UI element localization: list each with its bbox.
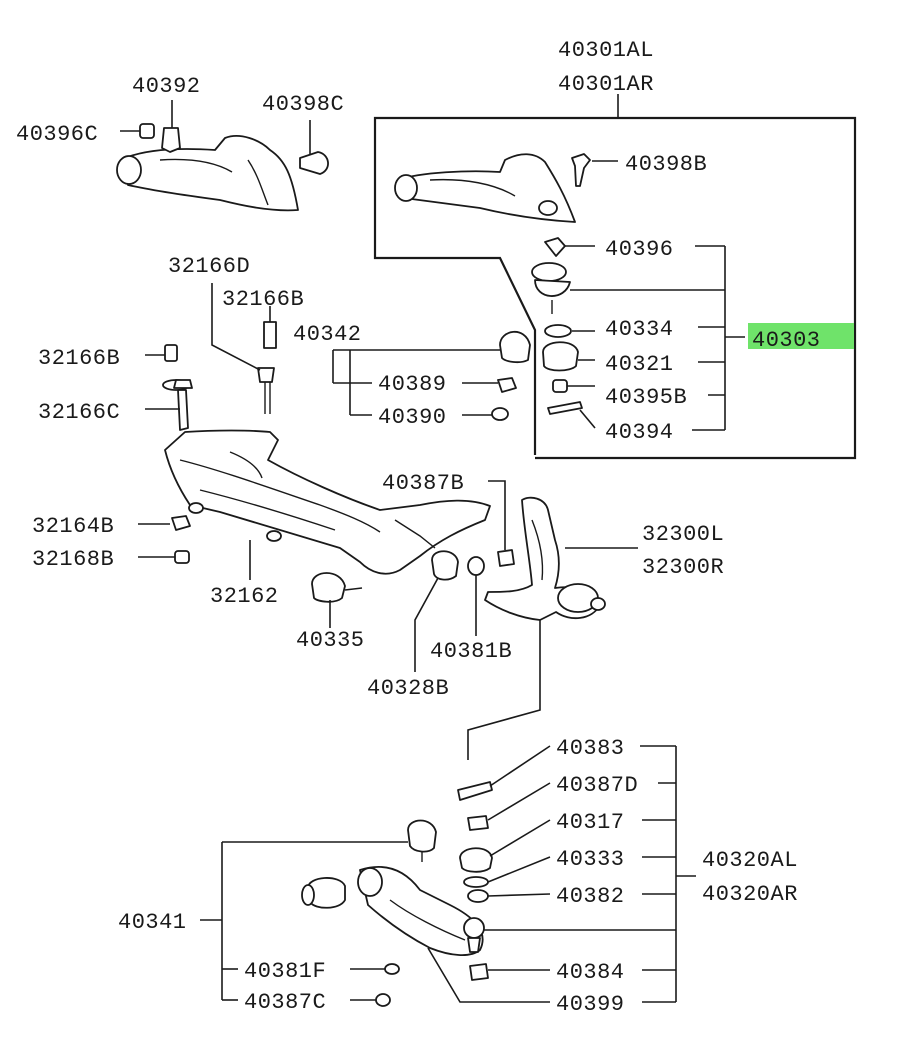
label-40395B: 40395B — [605, 385, 687, 410]
label-32162: 32162 — [210, 584, 279, 609]
label-40394: 40394 — [605, 420, 674, 445]
label-40301AR: 40301AR — [558, 72, 654, 97]
right-upper-arm-drawing — [394, 153, 591, 223]
label-40303: 40303 — [752, 328, 821, 353]
label-32300L: 32300L — [642, 522, 724, 547]
nut-40387B-drawing — [497, 549, 515, 567]
label-40382: 40382 — [556, 884, 625, 909]
crossmember-drawing — [164, 429, 491, 575]
label-40334: 40334 — [605, 317, 674, 342]
ball-joint-stack-drawing — [531, 237, 583, 415]
label-32166B-upper: 32166B — [222, 287, 304, 312]
lower-arm-drawing — [301, 781, 493, 1007]
label-40381B: 40381B — [430, 639, 512, 664]
nut-40381B-drawing — [467, 556, 485, 576]
steering-knuckle-drawing — [484, 496, 606, 621]
label-40390: 40390 — [378, 405, 447, 430]
label-40320AL: 40320AL — [702, 848, 798, 873]
label-40396C: 40396C — [16, 122, 98, 147]
label-40333: 40333 — [556, 847, 625, 872]
upper-arm-assembly-box — [373, 116, 857, 460]
label-40383: 40383 — [556, 736, 625, 761]
label-40320AR: 40320AR — [702, 882, 798, 907]
label-40317: 40317 — [556, 810, 625, 835]
label-40387D: 40387D — [556, 773, 638, 798]
mount-40335-drawing — [311, 572, 363, 603]
label-32300R: 32300R — [642, 555, 724, 580]
label-40398C: 40398C — [262, 92, 344, 117]
label-40387C: 40387C — [244, 990, 326, 1015]
label-40328B: 40328B — [367, 676, 449, 701]
label-32166D: 32166D — [168, 254, 250, 279]
label-32168B: 32168B — [32, 547, 114, 572]
label-32164B: 32164B — [32, 514, 114, 539]
left-upper-arm-drawing — [116, 120, 329, 212]
bushing-40342-drawing — [491, 330, 531, 421]
label-40381F: 40381F — [244, 959, 326, 984]
label-40389: 40389 — [378, 372, 447, 397]
label-40384: 40384 — [556, 960, 625, 985]
label-40341: 40341 — [118, 910, 187, 935]
label-40387B: 40387B — [382, 471, 464, 496]
bolts-left-drawing — [145, 321, 277, 431]
label-40392: 40392 — [132, 74, 201, 99]
label-32166C: 32166C — [38, 400, 120, 425]
label-40335: 40335 — [296, 628, 365, 653]
label-40396: 40396 — [605, 237, 674, 262]
label-32166B-lower: 32166B — [38, 346, 120, 371]
label-40342: 40342 — [293, 322, 362, 347]
bushing-40328B-drawing — [431, 550, 459, 581]
label-40301AL: 40301AL — [558, 38, 654, 63]
label-40321: 40321 — [605, 352, 674, 377]
highlight-40303 — [748, 323, 854, 349]
label-40399: 40399 — [556, 992, 625, 1017]
label-40398B: 40398B — [625, 152, 707, 177]
